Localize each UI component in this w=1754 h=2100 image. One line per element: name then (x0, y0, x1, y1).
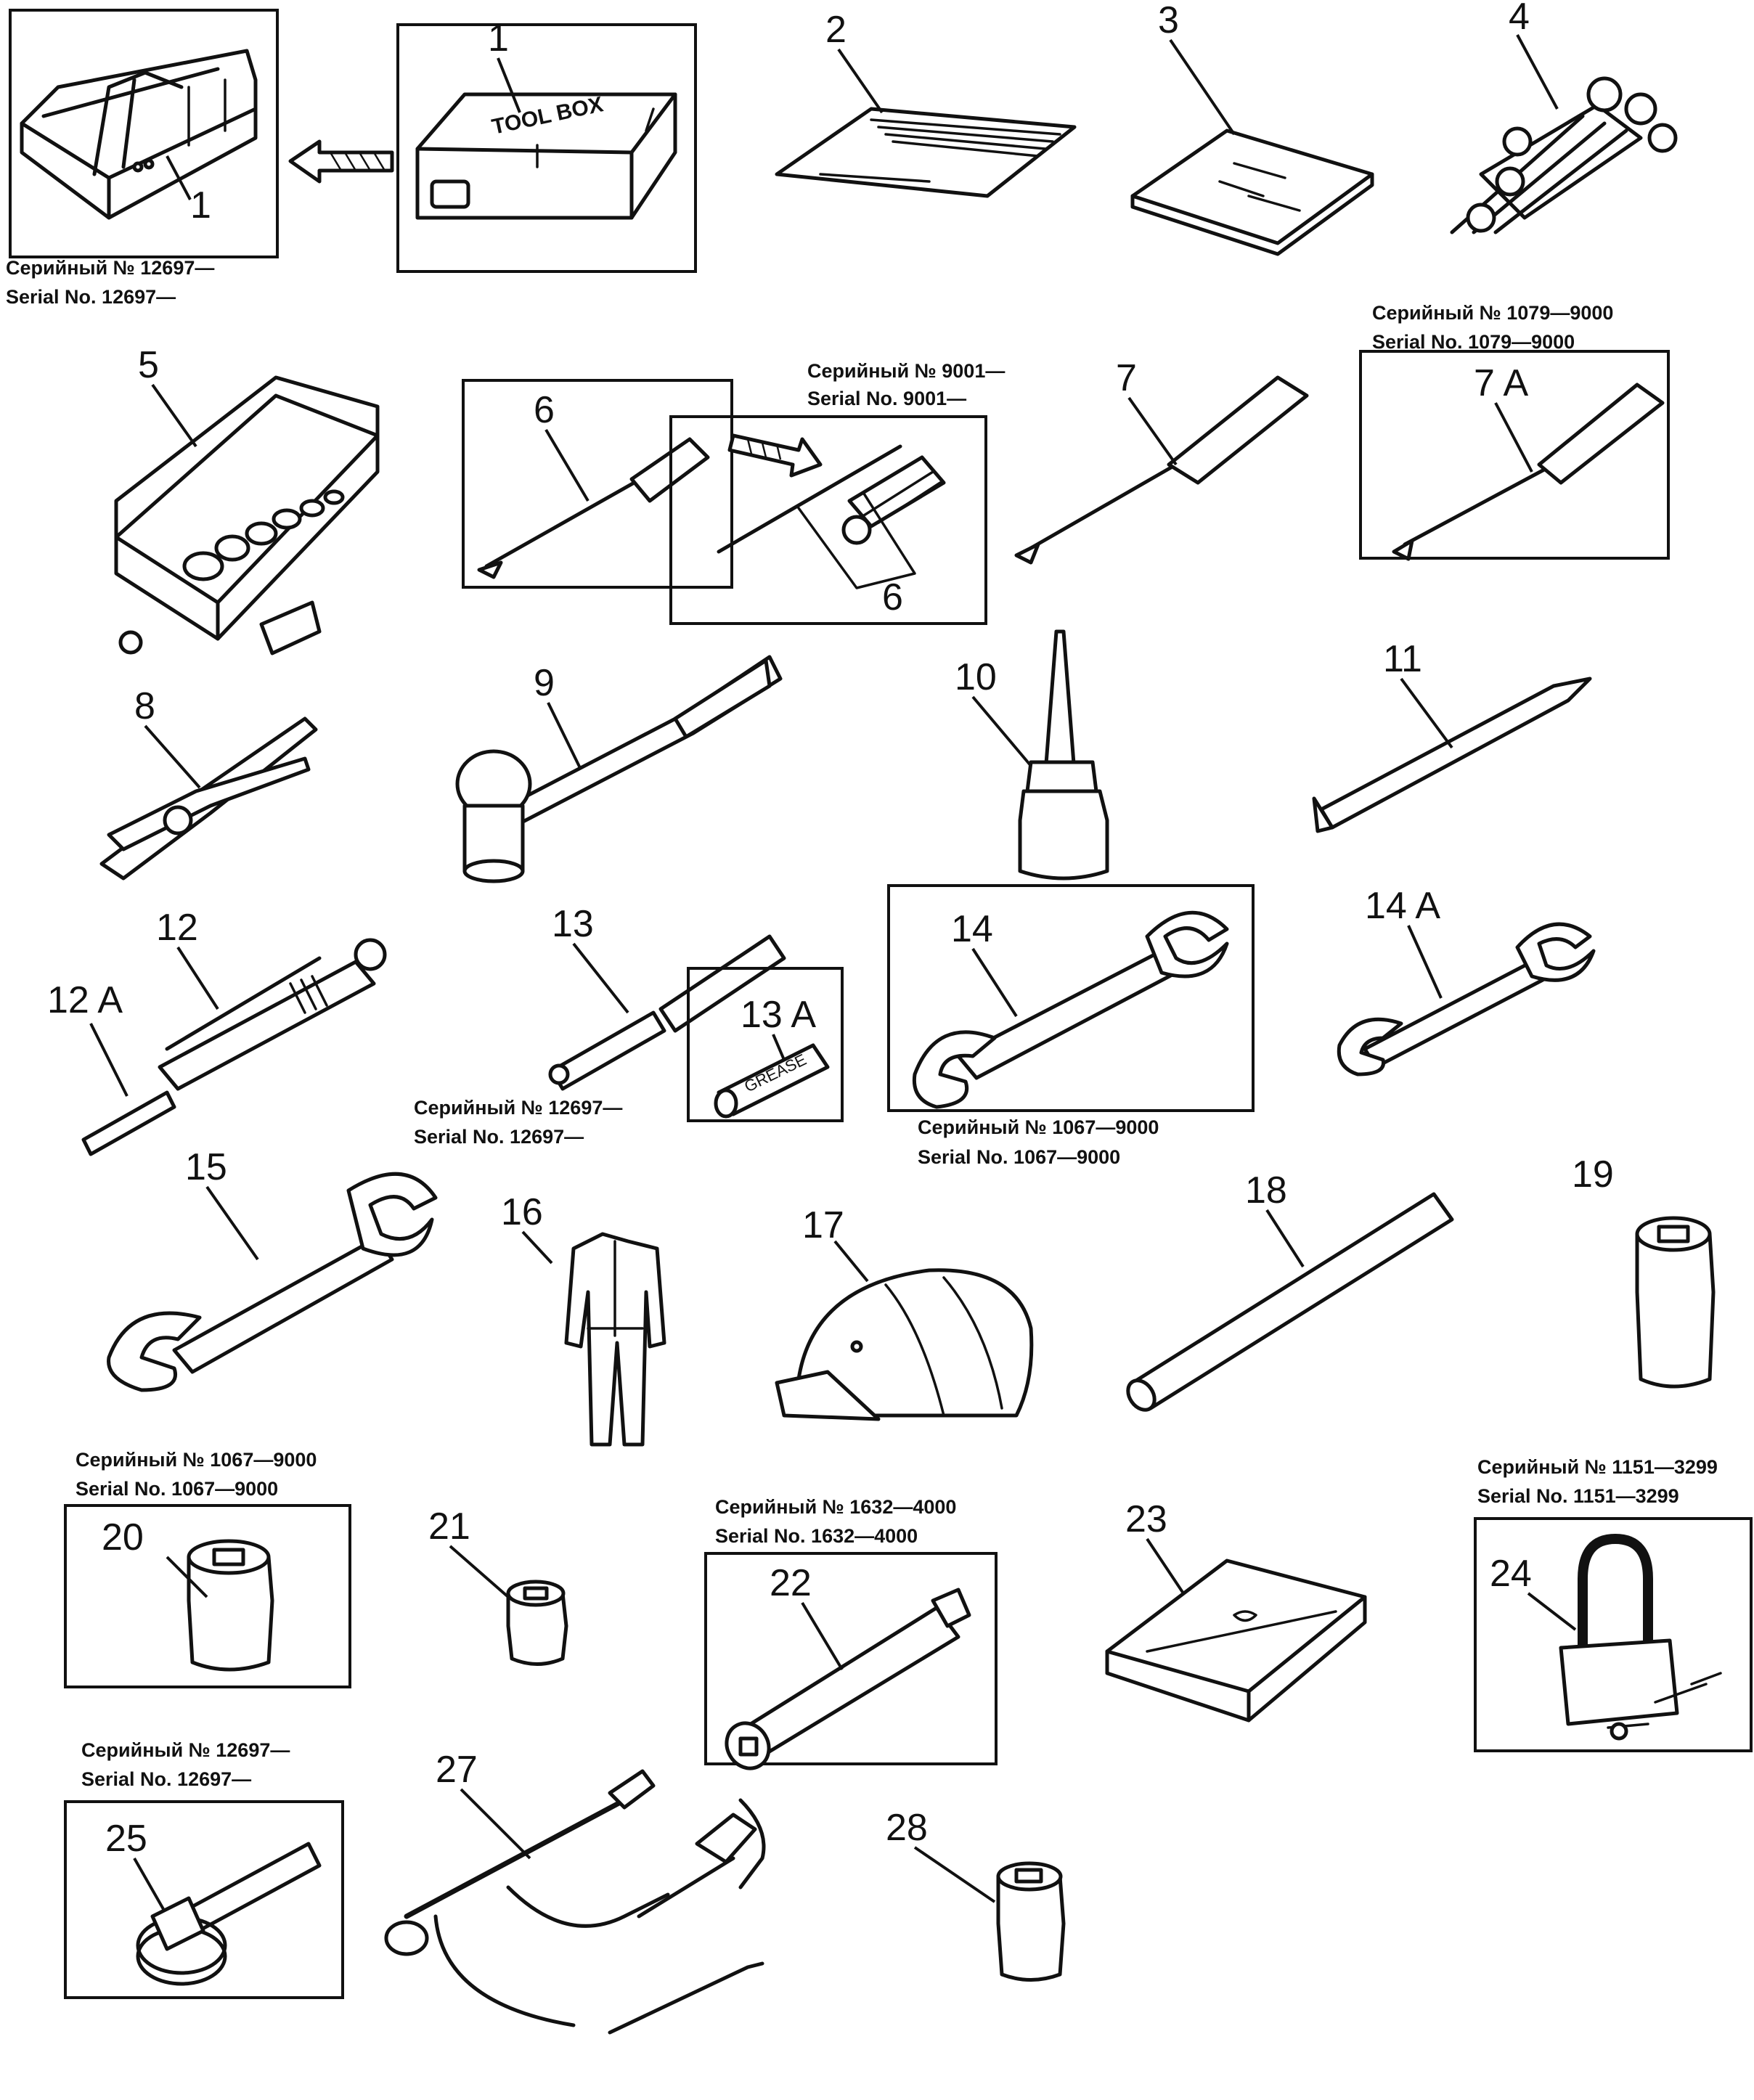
serial-note-20-ru: Серийный № 1067—9000 (76, 1449, 317, 1471)
callout-7a: 7 A (1474, 362, 1528, 404)
callout-9: 9 (534, 662, 555, 704)
callout-8: 8 (134, 685, 155, 727)
serial-note-25-ru: Серийный № 12697— (81, 1739, 290, 1761)
callout-23: 23 (1125, 1498, 1167, 1540)
tire-inflation-kit (384, 1769, 766, 2035)
wrench-set (1450, 76, 1678, 234)
screwdriver-6-frame (462, 379, 733, 589)
serial-note-24-ru: Серийный № 1151—3299 (1477, 1456, 1718, 1478)
grease-nozzle-extension (548, 934, 786, 1091)
serial-note-22-ru: Серийный № 1632—4000 (715, 1496, 956, 1518)
callout-22: 22 (770, 1562, 812, 1604)
spanner-14-frame (887, 884, 1255, 1112)
filter-wrench-25-frame (64, 1800, 344, 1999)
callout-4: 4 (1509, 0, 1530, 38)
callout-21: 21 (428, 1505, 470, 1548)
callout-13: 13 (552, 903, 594, 945)
serial-note-14-en: Serial No. 1067—9000 (918, 1146, 1120, 1168)
callout-18: 18 (1245, 1169, 1287, 1212)
parts-catalog (1130, 128, 1374, 256)
callout-24: 24 (1490, 1553, 1532, 1595)
spare-parts-case (1105, 1558, 1367, 1723)
callout-1-bag: 1 (190, 184, 211, 226)
serial-note-6-en: Serial No. 9001— (807, 388, 966, 409)
callout-11: 11 (1383, 638, 1422, 680)
serial-note-13-en: Serial No. 12697— (414, 1126, 584, 1148)
hatched-arrow-icon-2 (727, 433, 823, 478)
hammer (455, 655, 783, 883)
callout-5: 5 (138, 344, 159, 386)
pliers (99, 716, 318, 881)
callout-14a: 14 A (1365, 885, 1440, 927)
work-cap (775, 1268, 1034, 1421)
serial-note-14-ru: Серийный № 1067—9000 (918, 1116, 1159, 1138)
spanner-14a (1337, 922, 1596, 1076)
callout-10: 10 (955, 656, 997, 698)
callout-12: 12 (156, 907, 198, 949)
serial-note-13-ru: Серийный № 12697— (414, 1097, 622, 1119)
tool-bag-frame (9, 9, 279, 258)
callout-16: 16 (501, 1191, 543, 1233)
callout-6-a: 6 (534, 389, 555, 431)
callout-12a: 12 A (47, 979, 123, 1021)
callout-7: 7 (1116, 357, 1137, 399)
callout-19: 19 (1572, 1153, 1614, 1196)
serial-note-24-en: Serial No. 1151—3299 (1477, 1485, 1679, 1507)
callout-2: 2 (825, 9, 847, 51)
socket-19 (1635, 1216, 1716, 1389)
screwdriver-7a-frame (1359, 350, 1670, 561)
serial-note-1-en: Serial No. 12697— (6, 286, 176, 308)
callout-3: 3 (1158, 0, 1179, 41)
grease-gun (81, 938, 387, 1156)
screwdriver-set-6-frame (669, 415, 987, 625)
hatched-arrow-icon (288, 139, 394, 184)
socket-28 (996, 1861, 1066, 1982)
toolbox-frame: TOOL BOX (396, 23, 697, 273)
serial-note-22-en: Serial No. 1632—4000 (715, 1525, 918, 1547)
serial-note-20-en: Serial No. 1067—9000 (76, 1478, 278, 1500)
callout-15: 15 (185, 1146, 227, 1188)
socket-20-frame (64, 1504, 351, 1688)
spanner-15 (107, 1172, 438, 1392)
callout-25: 25 (105, 1818, 147, 1860)
oil-can (1018, 629, 1109, 881)
serial-note-25-en: Serial No. 12697— (81, 1768, 251, 1790)
callout-1-box: 1 (488, 17, 509, 60)
serial-note-6-ru: Серийный № 9001— (807, 360, 1005, 382)
extension-rod (1126, 1192, 1454, 1412)
socket-21 (506, 1580, 568, 1666)
socket-wrench-set (114, 375, 380, 655)
serial-note-7a-en: Serial No. 1079—9000 (1372, 331, 1575, 353)
pry-bar (1312, 677, 1592, 833)
callout-28: 28 (886, 1807, 928, 1849)
callout-6-b: 6 (882, 576, 903, 618)
screwdriver-7 (1014, 375, 1309, 565)
coverall (564, 1232, 666, 1447)
callout-17: 17 (802, 1204, 844, 1246)
callout-27: 27 (436, 1749, 478, 1791)
serial-note-1-ru: Серийный № 12697— (6, 257, 214, 279)
callout-20: 20 (102, 1516, 144, 1558)
callout-13a: 13 A (741, 994, 816, 1036)
serial-note-7a-ru: Серийный № 1079—9000 (1372, 302, 1613, 324)
operation-manual (775, 107, 1077, 198)
socket-extension-22-frame (704, 1552, 998, 1770)
padlock-24-frame (1474, 1517, 1753, 1752)
callout-14: 14 (951, 908, 993, 950)
